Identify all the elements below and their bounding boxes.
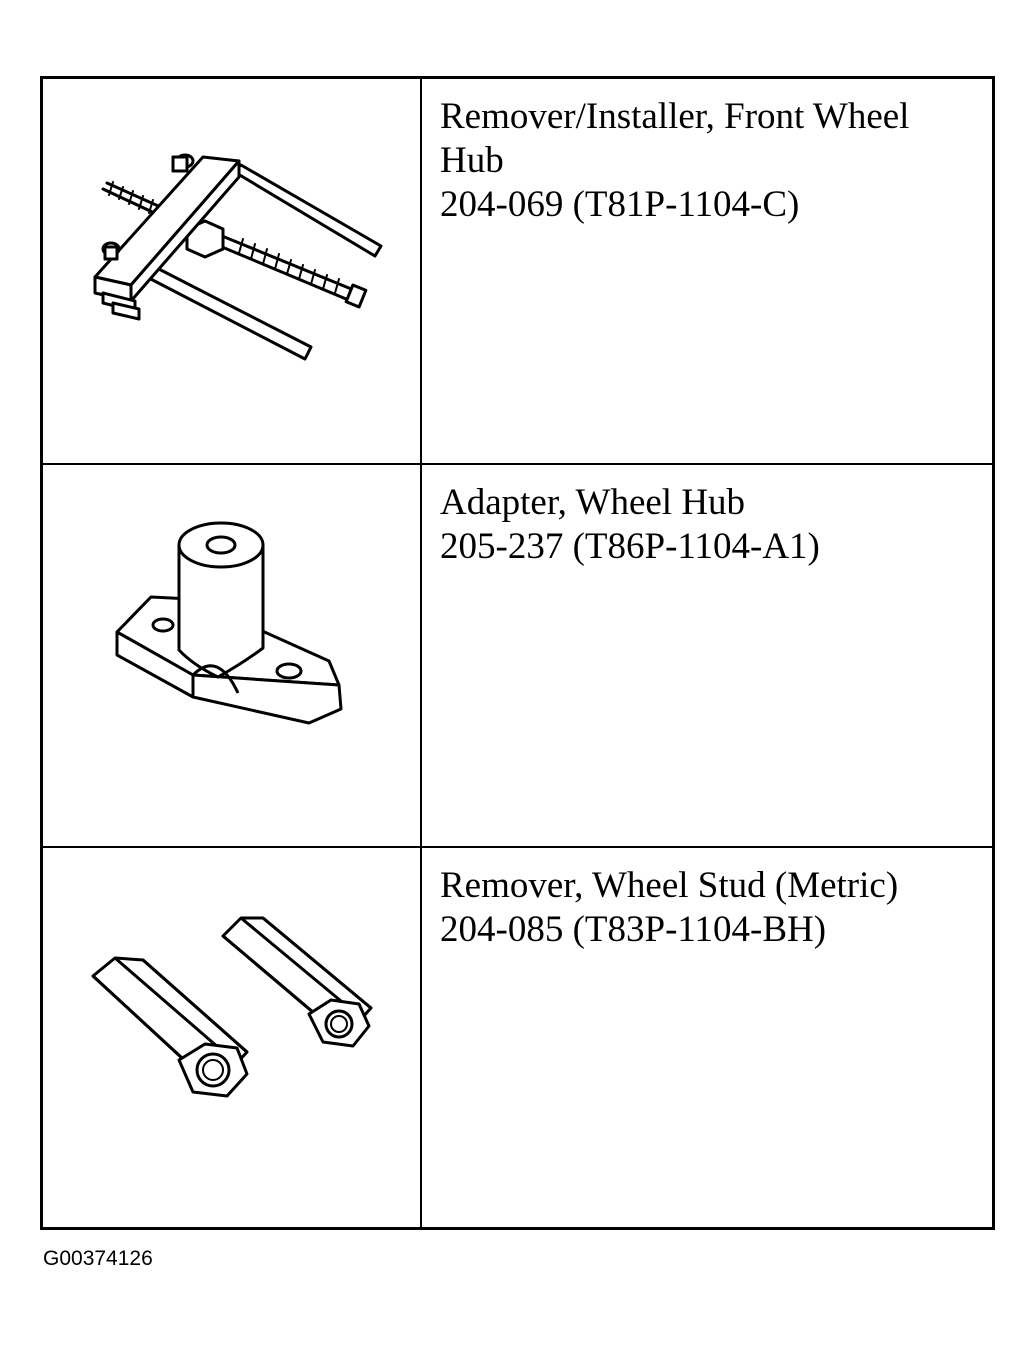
tool-illustration-cell	[43, 465, 422, 848]
tool-name: Remover, Wheel Stud (Metric)	[440, 865, 899, 906]
stud-remover-nuts-illustration	[91, 916, 373, 1098]
tool-part-number: 204-069 (T81P-1104-C)	[440, 184, 800, 225]
tool-description-cell: Remover, Wheel Stud (Metric) 204-085 (T8…	[422, 848, 992, 1227]
figure-id: G00374126	[43, 1247, 153, 1270]
hub-puller-illustration	[93, 153, 383, 361]
tool-part-number: 204-085 (T83P-1104-BH)	[440, 909, 827, 950]
tool-illustration-cell	[43, 79, 422, 465]
tool-part-number: 205-237 (T86P-1104-A1)	[440, 526, 820, 567]
hub-adapter-illustration	[115, 521, 343, 725]
tool-name: Adapter, Wheel Hub	[440, 482, 746, 523]
special-tools-table: Remover/Installer, Front Wheel Hub 204-0…	[40, 76, 995, 1230]
tool-description-cell: Adapter, Wheel Hub 205-237 (T86P-1104-A1…	[422, 465, 992, 848]
tool-description-cell: Remover/Installer, Front Wheel Hub 204-0…	[422, 79, 992, 465]
tool-name: Remover/Installer, Front Wheel Hub	[440, 96, 910, 181]
tool-illustration-cell	[43, 848, 422, 1227]
